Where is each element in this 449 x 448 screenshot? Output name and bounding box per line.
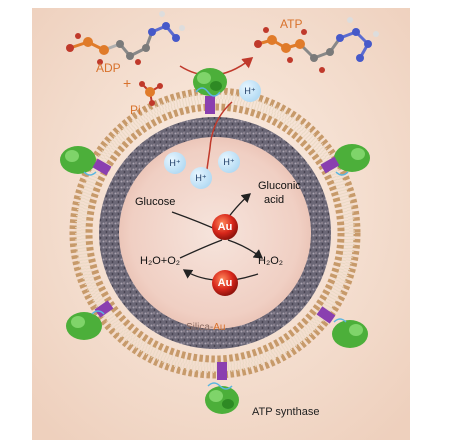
proton-pathway-line — [205, 101, 233, 177]
glucose-label: Glucose — [135, 196, 176, 208]
proton-outside: H⁺ — [239, 80, 261, 102]
inner-lipid-heads — [85, 103, 345, 363]
atp-molecule-icon — [254, 17, 379, 73]
atp-synthase-right-icon — [320, 144, 370, 176]
gold-nanoparticle-lower-icon — [212, 270, 238, 296]
silica-au-label: Silica-Au — [186, 322, 226, 333]
atp-synthase-bottom-icon — [205, 362, 239, 414]
h2o2-label: H₂O₂ — [258, 255, 284, 267]
lipid-tails-inner — [81, 99, 349, 367]
phosphate-molecule-icon — [139, 81, 163, 106]
gluconic-acid-label-line2: acid — [264, 194, 285, 206]
atp-synthase-left-icon — [60, 146, 112, 176]
proton-inside-3: H⁺ — [218, 151, 240, 173]
proton-inside-2: H⁺ — [190, 167, 212, 189]
atp-synthase-label: ATP synthase — [252, 406, 320, 418]
au-label-lower: Au — [217, 277, 233, 289]
atp-synthase-top-icon — [193, 68, 227, 114]
pi-label: Pi — [130, 103, 141, 117]
atp-label: ATP — [280, 17, 303, 31]
au-label-upper: Au — [217, 221, 233, 233]
atp-synthase-lower-right-icon — [316, 306, 368, 348]
atp-synthase-lower-left-icon — [66, 300, 114, 340]
peroxide-out-arrow — [227, 239, 264, 259]
adp-molecule-icon — [66, 11, 185, 65]
gold-nanoparticle-upper-icon — [212, 214, 238, 240]
h2o-o2-label: H₂O+O₂ — [140, 255, 181, 267]
plus-label: + — [123, 75, 132, 91]
water-out-arrow — [182, 269, 215, 281]
adp-label: ADP — [96, 61, 121, 75]
gluconic-acid-label-line1: Gluconic — [258, 180, 301, 192]
proton-inside-1: H⁺ — [164, 152, 186, 174]
oxygen-in-arrow — [179, 239, 223, 259]
